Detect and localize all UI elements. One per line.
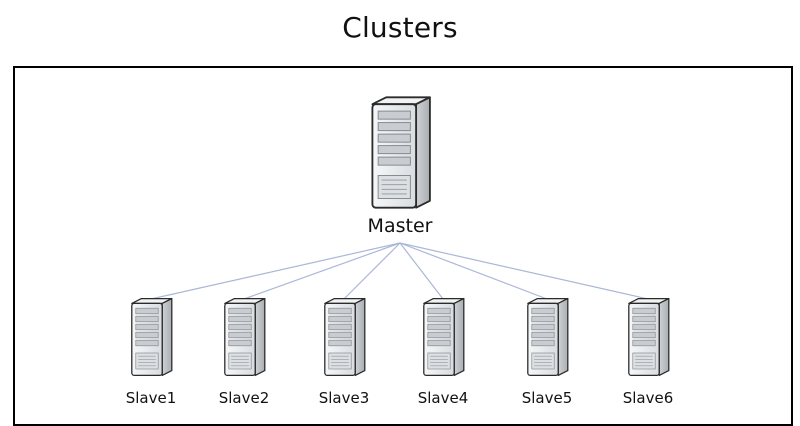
slave-server-icon (224, 297, 266, 377)
master-label: Master (367, 215, 433, 237)
slave-label: Slave3 (318, 389, 370, 407)
slave-server-icon (324, 297, 366, 377)
connector-line (150, 242, 401, 300)
connectors (150, 242, 649, 300)
slave-server-icon (423, 297, 465, 377)
diagram-title: Clusters (342, 11, 458, 44)
slave-label: Slave1 (125, 389, 177, 407)
connector-line (243, 242, 401, 300)
slave-label: Slave5 (521, 389, 573, 407)
slave-label: Slave6 (622, 389, 674, 407)
slave-label: Slave4 (417, 389, 469, 407)
slave-server-icon (131, 297, 173, 377)
connector-line (399, 242, 548, 300)
slave-server-icon (628, 297, 670, 377)
connector-line (399, 242, 444, 300)
slave-server-icon (527, 297, 569, 377)
connector-line (343, 242, 401, 300)
master-server-icon (371, 96, 431, 209)
connector-line (399, 242, 649, 300)
slave-label: Slave2 (218, 389, 270, 407)
cluster-diagram (131, 96, 670, 377)
